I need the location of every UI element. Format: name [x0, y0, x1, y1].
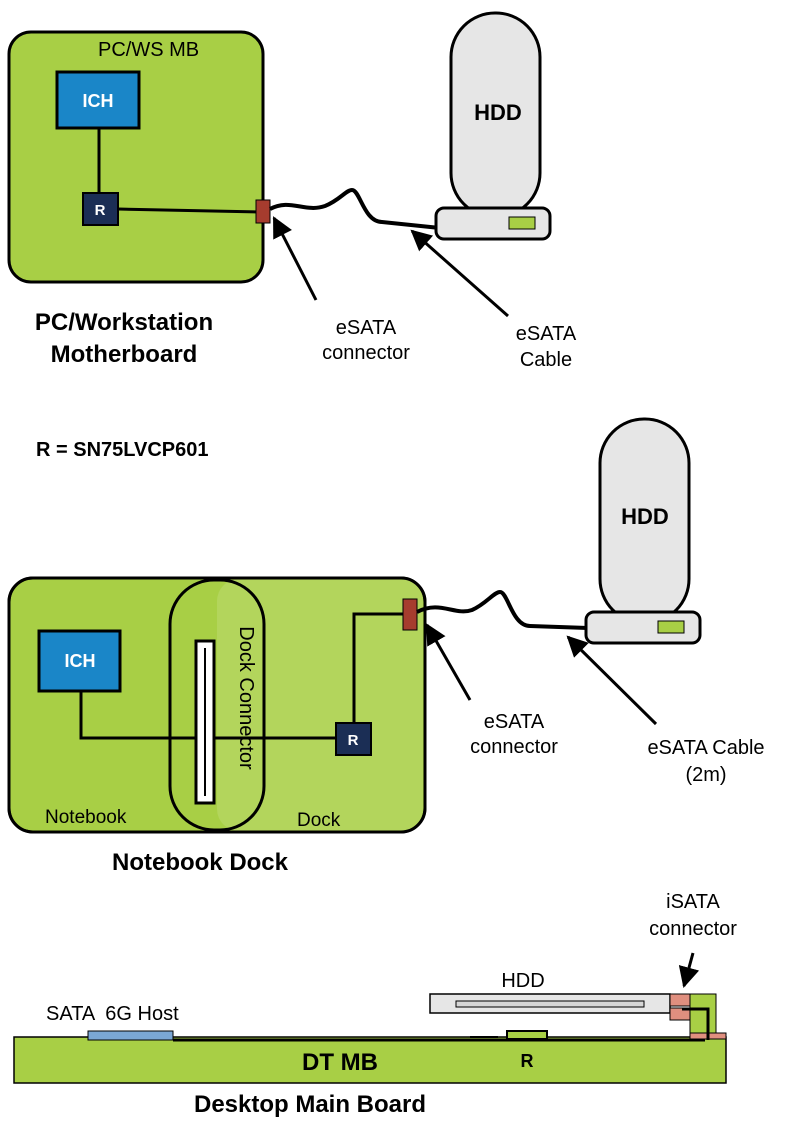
hdd-led: [508, 216, 536, 230]
dock-board-outline: [7, 576, 427, 834]
desktop-main-board: [13, 1036, 727, 1084]
esata-cable: [416, 589, 589, 630]
redriver-to-connector-trace: [117, 207, 259, 214]
dock-board-half: [217, 579, 423, 831]
dock-connector-label: Dock Connector: [235, 626, 257, 770]
pc-section-caption-line1: PC/Workstation: [35, 309, 213, 336]
isata-cable: [682, 1007, 710, 1040]
isata-callout-line2: connector: [649, 918, 737, 940]
connector-callout-line2: connector: [470, 736, 558, 758]
redriver-chip-label: R: [95, 202, 106, 219]
desktop-caption: Desktop Main Board: [194, 1091, 426, 1118]
cable-arrow: [410, 229, 509, 318]
isata-connector-bottom: [669, 1007, 691, 1021]
cable-callout-line1: eSATA: [516, 323, 577, 345]
isata-arrow: [678, 952, 700, 989]
redriver-chip: [82, 192, 119, 226]
connector-callout-line2: connector: [322, 342, 410, 364]
redriver-legend: R = SN75LVCP601: [36, 439, 209, 461]
cable-callout-line2: Cable: [520, 349, 572, 371]
sata-host-label: SATA 6G Host: [46, 1003, 179, 1025]
esata-connector: [402, 598, 418, 631]
pc-section-caption-line2: Motherboard: [51, 341, 198, 368]
pc-motherboard-label: PC/WS MB: [98, 39, 199, 61]
redriver-to-connector-trace: [352, 612, 404, 724]
redriver-chip: [335, 722, 372, 756]
dock-label: Dock: [297, 810, 341, 831]
connector-callout-line1: eSATA: [336, 317, 397, 339]
ich-chip: [55, 70, 141, 130]
pc-motherboard: [7, 30, 265, 284]
isata-connector-top: [669, 993, 691, 1007]
hdd-base: [584, 610, 702, 645]
notebook-dock-caption: Notebook Dock: [112, 849, 289, 876]
hdd-drive-slot: [455, 1000, 645, 1008]
isata-callout-line1: iSATA: [666, 891, 720, 913]
esata-connector: [255, 199, 271, 224]
cable-callout-line1: eSATA Cable: [647, 737, 764, 759]
pc-workstation-section: PC/WS MB ICH R HDD eSATA connector eSATA…: [7, 11, 577, 371]
ich-chip-label: ICH: [65, 651, 96, 671]
dock-connector-region: [168, 578, 266, 832]
isata-cable-bracket: [689, 993, 717, 1039]
cable-callout-line2: (2m): [685, 764, 726, 786]
notebook-label: Notebook: [45, 807, 127, 828]
notebook-dock-section: Dock Connector ICH R Notebook Dock HDD e…: [7, 417, 765, 876]
ich-chip-label: ICH: [83, 91, 114, 111]
esata-cable: [269, 187, 441, 230]
hdd-led: [657, 620, 685, 634]
hdd-label: HDD: [621, 504, 669, 529]
hdd-base: [434, 206, 552, 241]
hdd-label: HDD: [501, 970, 544, 992]
desktop-board-label: DT MB: [302, 1049, 378, 1076]
connector-callout-line1: eSATA: [484, 711, 545, 733]
redriver-chip: [506, 1030, 548, 1040]
redriver-chip-label: R: [521, 1051, 534, 1071]
sata-host-chip: [87, 1030, 174, 1041]
connector-arrow: [425, 623, 472, 701]
redriver-chip-label: R: [348, 732, 359, 749]
desktop-section: HDD iSATA connector SATA 6G Host DT MB R…: [13, 891, 737, 1118]
hdd-label: HDD: [474, 100, 522, 125]
connector-arrow: [272, 216, 318, 301]
cable-arrow: [566, 635, 658, 726]
ich-chip: [37, 629, 122, 693]
